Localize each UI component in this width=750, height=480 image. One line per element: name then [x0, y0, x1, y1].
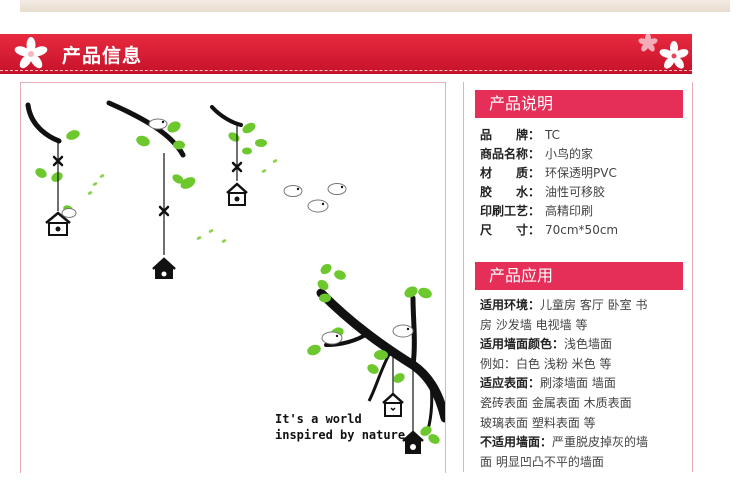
- spec-row-size: 尺 寸：70cm*50cm: [480, 223, 619, 237]
- application-line: 例如：白色 浅粉 米色 等: [480, 356, 612, 371]
- decal-slogan: It's a world inspired by nature.: [275, 412, 413, 442]
- application-list: 适用环境：儿童房 客厅 卧室 书 房 沙发墙 电视墙 等 适用墙面颜色：浅色墙面…: [480, 296, 685, 472]
- product-info-panel: 产品说明 品 牌：TC 商品名称：小鸟的家 材 质：环保透明PVC 胶 水：油性…: [463, 82, 693, 472]
- section-title: 产品信息: [62, 45, 143, 67]
- sakura-flower-icon: [14, 37, 48, 69]
- spec-list: 品 牌：TC 商品名称：小鸟的家 材 质：环保透明PVC 胶 水：油性可移胶 印…: [480, 126, 685, 240]
- section-title-bar: 产品信息: [0, 34, 692, 74]
- tree-birds-decal-illustration: [25, 100, 445, 454]
- application-line: 适用环境：儿童房 客厅 卧室 书: [480, 298, 648, 312]
- sakura-cluster-icon: [638, 34, 689, 69]
- top-banner-strip: [20, 0, 730, 12]
- application-line: 面 明显凹凸不平的墙面: [480, 454, 604, 469]
- spec-row-name: 商品名称：小鸟的家: [480, 147, 594, 161]
- application-line: 不适用墙面：严重脱皮掉灰的墙: [480, 435, 649, 450]
- product-application-header: 产品应用: [475, 262, 683, 290]
- spec-row-glue: 胶 水：油性可移胶: [480, 185, 606, 199]
- application-line: 房 沙发墙 电视墙 等: [480, 317, 588, 332]
- application-line: 玻璃表面 塑料表面 等: [480, 415, 596, 430]
- spec-row-printing: 印刷工艺：高精印刷: [480, 204, 594, 218]
- product-description-header: 产品说明: [475, 90, 683, 118]
- application-line: 适应表面：刷漆墙面 墙面: [480, 376, 616, 391]
- application-line: 瓷砖表面 金属表面 木质表面: [480, 395, 632, 410]
- spec-row-brand: 品 牌：TC: [480, 128, 561, 142]
- product-image: It's a world inspired by nature.: [20, 82, 446, 473]
- application-line: 适用墙面颜色：浅色墙面: [480, 337, 613, 352]
- spec-row-material: 材 质：环保透明PVC: [480, 166, 617, 180]
